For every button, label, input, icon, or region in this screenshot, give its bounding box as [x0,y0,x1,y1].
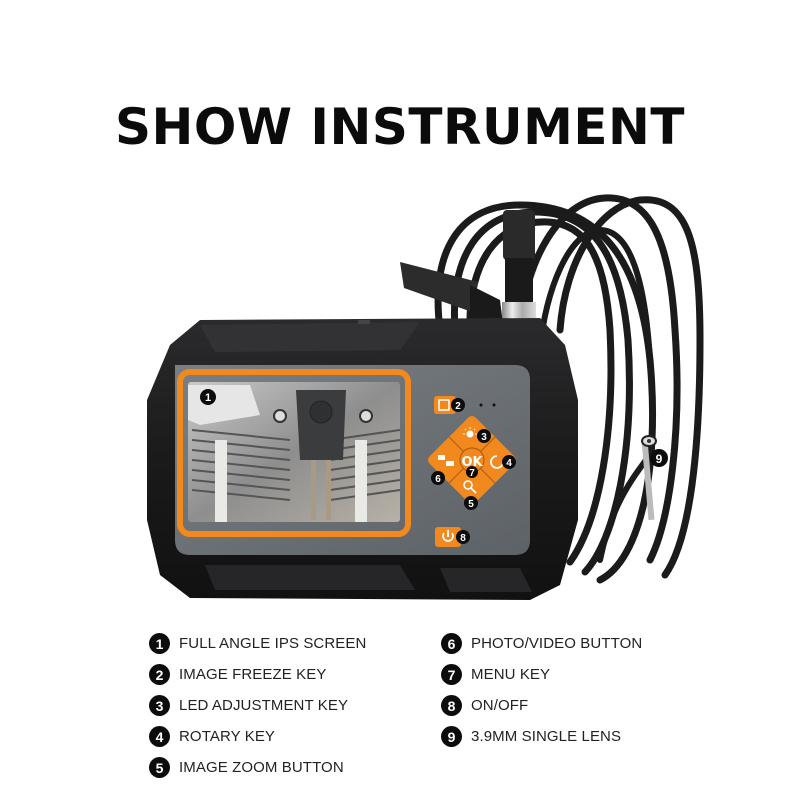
svg-text:2: 2 [455,401,461,412]
legend-label: IMAGE FREEZE KEY [179,666,327,683]
camera-video-icon [438,455,454,466]
legend-label: FULL ANGLE IPS SCREEN [179,635,367,652]
number-badge: 7 [441,664,462,685]
number-badge: 3 [149,695,170,716]
legend-item: 1 FULL ANGLE IPS SCREEN [149,628,366,659]
svg-text:8: 8 [460,533,466,544]
zoom-in-icon [463,480,477,494]
lens-badge: 9 [650,449,668,467]
badge-4: 4 [506,458,512,469]
ok-icon: OK [461,455,483,470]
legend-label: PHOTO/VIDEO BUTTON [471,635,643,652]
number-badge: 5 [149,757,170,778]
number-badge: 4 [149,726,170,747]
screen-frame [177,369,411,537]
probe-tip [641,435,657,521]
legend-label: ROTARY KEY [179,728,276,745]
legend-item: 7 MENU KEY [441,659,642,690]
navigation-dpad[interactable]: OK [428,416,516,504]
freeze-button[interactable]: 2 [434,396,465,414]
power-icon [442,530,454,542]
svg-text:1: 1 [205,392,211,404]
number-badge: 6 [441,633,462,654]
legend-item: 8 ON/OFF [441,690,642,721]
number-badge: 9 [441,726,462,747]
legend-label: ON/OFF [471,697,529,714]
legend-item: 5 IMAGE ZOOM BUTTON [149,752,366,783]
badge-3: 3 [481,432,487,443]
screen-badge: 1 [200,389,216,405]
badge-5: 5 [468,499,474,510]
legend-label: 3.9MM SINGLE LENS [471,728,622,745]
cable-coils [434,194,704,584]
number-badge: 2 [149,664,170,685]
legend-left: 1 FULL ANGLE IPS SCREEN 2 IMAGE FREEZE KEY… [149,628,366,783]
legend-item: 9 3.9MM SINGLE LENS [441,721,642,752]
legend-item: 2 IMAGE FREEZE KEY [149,659,366,690]
rotate-icon [490,455,504,469]
legend-item: 3 LED ADJUSTMENT KEY [149,690,366,721]
badge-7: 7 [469,468,475,479]
page-title: SHOW INSTRUMENT [115,98,685,156]
legend-item: 6 PHOTO/VIDEO BUTTON [441,628,642,659]
legend-item: 4 ROTARY KEY [149,721,366,752]
legend-label: LED ADJUSTMENT KEY [179,697,349,714]
endoscope-product-image: 9 [147,194,704,600]
number-badge: 8 [441,695,462,716]
ips-screen [188,382,400,522]
legend-label: IMAGE ZOOM BUTTON [179,759,344,776]
svg-text:9: 9 [656,452,663,466]
freeze-frame-icon [438,399,450,411]
legend-label: MENU KEY [471,666,551,683]
power-button[interactable]: 8 [435,527,470,547]
sun-brightness-icon [463,427,477,438]
badge-6: 6 [435,474,441,485]
number-badge: 1 [149,633,170,654]
